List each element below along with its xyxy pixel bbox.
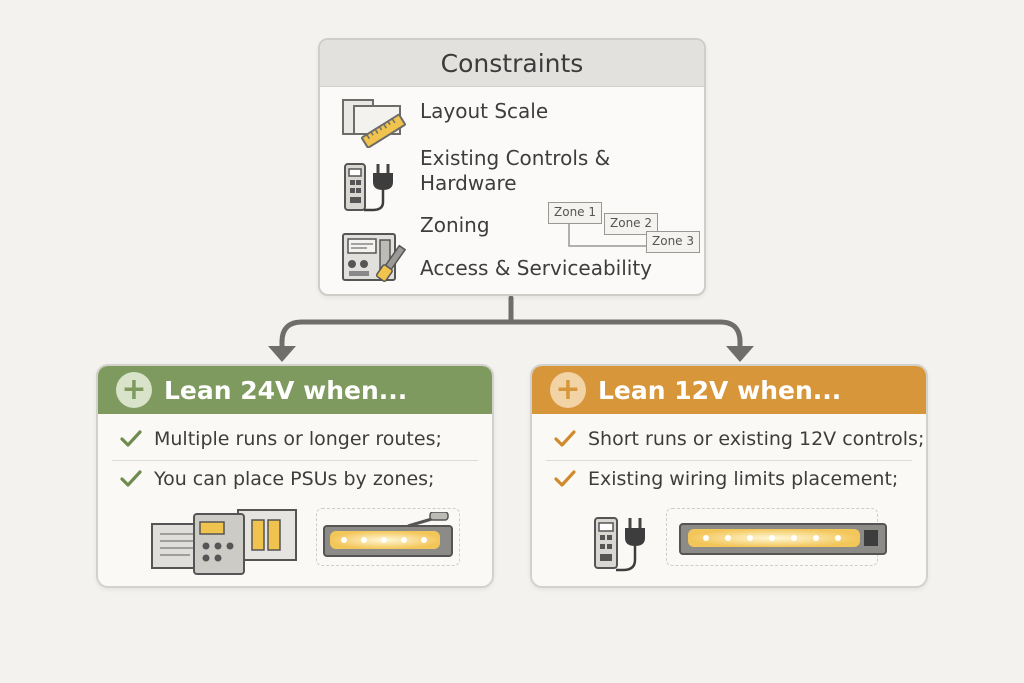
check-icon — [120, 470, 142, 487]
plus-icon: + — [116, 372, 152, 408]
controls-plug-icon — [344, 163, 393, 212]
led-strip-icon — [323, 512, 453, 557]
lean-24v-header: + Lean 24V when... — [98, 366, 492, 414]
lean-24v-item-2: You can place PSUs by zones; — [154, 468, 435, 490]
constraint-zoning: Zoning — [420, 213, 490, 237]
lean-24v-title: Lean 24V when... — [164, 375, 408, 405]
lean-12v-item-2: Existing wiring limits placement; — [588, 468, 899, 490]
lean-12v-header: + Lean 12V when... — [532, 366, 926, 414]
layout-scale-ruler-icon — [342, 99, 406, 148]
constraint-layout-scale: Layout Scale — [420, 99, 549, 123]
constraint-existing-controls: Existing Controls & — [420, 146, 611, 170]
lean-24v-item-1: Multiple runs or longer routes; — [154, 428, 442, 450]
lean-12v-card: + Lean 12V when... Short runs or existin… — [530, 364, 928, 588]
zone-1-tag: Zone 1 — [548, 202, 602, 224]
check-icon — [554, 430, 576, 447]
constraint-access-serviceability: Access & Serviceability — [420, 256, 652, 280]
constraints-box: Constraints — [318, 38, 706, 296]
zone-3-tag: Zone 3 — [646, 231, 700, 253]
list-item: Existing wiring limits placement; — [554, 468, 898, 490]
divider — [112, 460, 478, 461]
check-icon — [120, 430, 142, 447]
led-strip-frame — [316, 508, 460, 566]
zone-2-tag: Zone 2 — [604, 213, 658, 235]
led-strip-icon — [679, 523, 887, 555]
list-item: Short runs or existing 12V controls; — [554, 428, 924, 450]
plus-icon: + — [550, 372, 586, 408]
divider — [546, 460, 912, 461]
controls-plug-icon — [594, 517, 645, 572]
constraint-hardware: Hardware — [420, 171, 517, 195]
list-item: You can place PSUs by zones; — [120, 468, 434, 490]
lean-12v-title: Lean 12V when... — [598, 375, 842, 405]
psu-panels-icon — [151, 509, 297, 575]
list-item: Multiple runs or longer routes; — [120, 428, 442, 450]
constraints-title: Constraints — [320, 40, 704, 87]
service-panel-icon — [342, 233, 406, 282]
check-icon — [554, 470, 576, 487]
lean-12v-item-1: Short runs or existing 12V controls; — [588, 428, 925, 450]
lean-24v-card: + Lean 24V when... Multiple runs or long… — [96, 364, 494, 588]
